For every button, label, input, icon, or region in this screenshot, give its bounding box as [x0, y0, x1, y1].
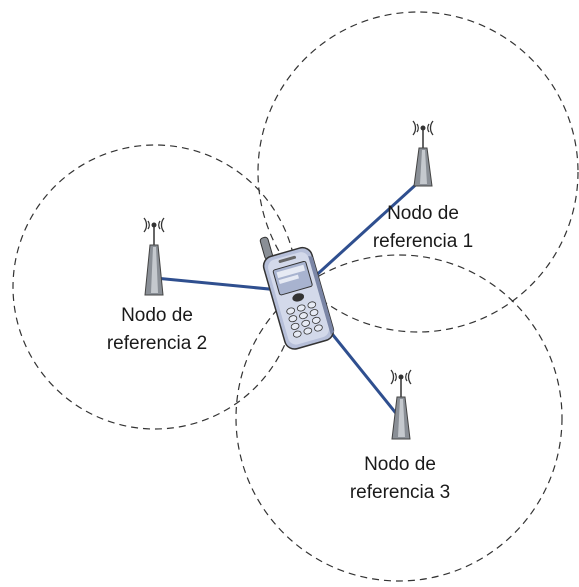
node-3-label-line2: referencia 3: [350, 482, 450, 503]
antenna-tower-icon: [412, 120, 434, 187]
antenna-tower-icon: [390, 369, 412, 440]
node-1-label-line1: Nodo de: [387, 203, 459, 224]
node-1-label-line2: referencia 1: [373, 231, 473, 252]
range-circle-1: [257, 11, 579, 333]
node-3-label-line1: Nodo de: [364, 454, 436, 475]
link-to-node-1: [298, 178, 423, 292]
antenna-tower-icon: [143, 217, 165, 296]
node-2-label-line1: Nodo de: [121, 305, 193, 326]
range-circle-3: [235, 254, 563, 582]
mobile-phone-icon: [259, 236, 335, 350]
node-2-label-line2: referencia 2: [107, 333, 207, 354]
